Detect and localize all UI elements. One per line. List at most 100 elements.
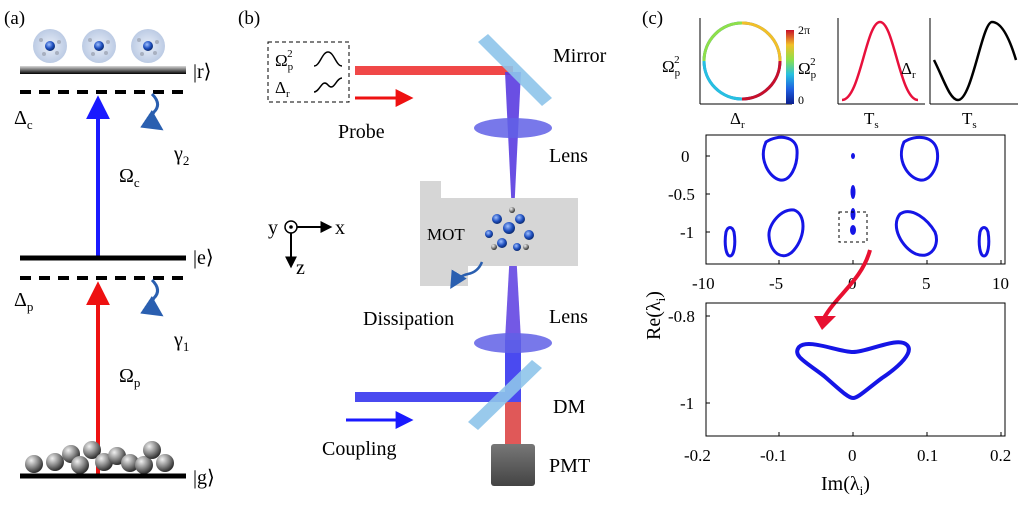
decay-gamma1-arrow (140, 278, 164, 317)
omega-c-label: Ωc (119, 165, 140, 190)
beam-lower (505, 215, 521, 340)
inset3-curve (932, 20, 1018, 102)
zoom-arrowhead (814, 316, 836, 330)
box-delta-label: Δr (275, 78, 290, 100)
coupling-beam (355, 392, 513, 402)
inset1-ylabel: Ωp2 (662, 54, 681, 79)
main-ylabel: Re(λi) (643, 291, 668, 340)
zoom-xlabel: Im(λi) (821, 473, 870, 498)
loop-lower-right (894, 210, 938, 257)
box-delta-curve (313, 77, 343, 93)
zoom-xtick-labels: -0.2 -0.1 0 0.1 0.2 (684, 446, 1011, 465)
pmt-detector (491, 444, 535, 486)
colorbar-label: Ωp2 (798, 56, 817, 81)
spectrum-ytick: -0.5 (668, 185, 695, 204)
probe-beam (355, 66, 513, 75)
zoom-xtick: -0.2 (684, 446, 711, 465)
lens-top (474, 118, 552, 138)
zoom-plot-frame (705, 302, 1006, 437)
level-r (20, 66, 186, 74)
spectrum-xtick: -10 (692, 274, 715, 293)
inset3-xlabel: Ts (962, 109, 977, 131)
eigenvalue-loops (723, 135, 991, 258)
axis-x-label: x (335, 217, 345, 239)
inset-loop (699, 18, 792, 105)
spectrum-xtick-labels: -10 -5 0 5 10 (692, 274, 1009, 293)
zoom-xtick: 0.2 (990, 446, 1011, 465)
inset3-ylabel: Δr (901, 59, 916, 81)
inset-omega-pulse (837, 18, 925, 105)
central-eigenvalues (850, 153, 856, 235)
zoom-ytick: -1 (680, 394, 694, 413)
ground-atoms (25, 441, 174, 474)
zoom-ticks (705, 315, 1002, 436)
rydberg-atoms (33, 29, 165, 63)
loop-far-left (723, 226, 737, 258)
dissipation-arrow (450, 261, 484, 290)
loop-upper-right (899, 135, 940, 182)
panel-a-label: (a) (4, 8, 25, 29)
inset1-xlabel: Δr (730, 109, 745, 131)
beam-upper (505, 72, 521, 215)
spectrum-ytick: -1 (680, 223, 694, 242)
pmt-label: PMT (549, 455, 590, 477)
zoom-region-box (838, 211, 868, 243)
lens-bottom (474, 333, 552, 353)
zoom-arrow (822, 249, 872, 319)
spectrum-ytick-labels: 0 -0.5 -1 (668, 147, 695, 242)
state-e-label: |e⟩ (193, 247, 214, 269)
zoom-ytick: -0.8 (668, 307, 695, 326)
gamma1-label: γ1 (173, 329, 189, 354)
inset-delta-sweep (929, 18, 1018, 105)
delta-c-label: Δc (14, 107, 33, 132)
panel-b-label: (b) (238, 8, 260, 29)
inset2-curve (841, 20, 919, 102)
mot-chamber (420, 181, 578, 286)
box-omega-curve (313, 51, 343, 67)
colorbar-top-label: 2π (798, 23, 810, 37)
mot-label: MOT (427, 225, 465, 244)
spectrum-plot-frame (705, 134, 1006, 265)
colorbar (786, 30, 794, 104)
zoom-xtick: -0.1 (760, 446, 787, 465)
axis-z-label: z (296, 257, 305, 279)
axis-y-label: y (268, 217, 278, 239)
coupling-label: Coupling (322, 438, 396, 460)
coordinate-axes (284, 220, 333, 269)
box-omega-label: Ωp2 (275, 48, 294, 73)
mot-atom-cloud (485, 207, 534, 251)
omega-p-label: Ωp (119, 365, 140, 390)
parameter-box (267, 41, 350, 103)
dichroic-mirror (468, 360, 542, 430)
spectrum-ticks (705, 155, 1002, 264)
spectrum-ytick: 0 (681, 147, 690, 166)
lens-bottom-label: Lens (549, 306, 588, 328)
loop-upper-left (761, 135, 799, 182)
probe-to-pmt (505, 402, 521, 444)
lens-top-label: Lens (549, 145, 588, 167)
panel-a: (a) |r⟩ Δc Ωc γ2 |e⟩ Δp γ1 (4, 8, 215, 489)
zoom-ytick-labels: -0.8 -1 (668, 307, 695, 413)
loop-far-right (977, 226, 991, 258)
panel-c: (c) Ωp2 Δr 2π 0 Ωp2 Ts (642, 8, 1018, 498)
gamma2-label: γ2 (173, 143, 189, 168)
panel-c-label: (c) (642, 8, 663, 29)
colorbar-bottom-label: 0 (798, 93, 804, 107)
zoomed-eigenvalue-loop (795, 340, 911, 401)
spectrum-xtick: 10 (992, 274, 1009, 293)
state-r-label: |r⟩ (193, 61, 211, 83)
spectrum-xtick: 5 (922, 274, 931, 293)
zoom-xtick: 0.1 (917, 446, 938, 465)
loop-lower-left (767, 208, 805, 258)
zoom-xtick: 0 (848, 446, 857, 465)
mirror (478, 34, 552, 106)
spectrum-xtick: -5 (769, 274, 783, 293)
dm-label: DM (553, 396, 585, 418)
decay-gamma2-arrow (140, 92, 164, 131)
mirror-label: Mirror (553, 45, 607, 67)
panel-b: (b) Ωp2 Δr Probe Mirror Lens Lens MOT (238, 8, 607, 486)
inset2-xlabel: Ts (864, 109, 879, 131)
state-g-label: |g⟩ (193, 467, 215, 489)
probe-label: Probe (338, 121, 385, 143)
